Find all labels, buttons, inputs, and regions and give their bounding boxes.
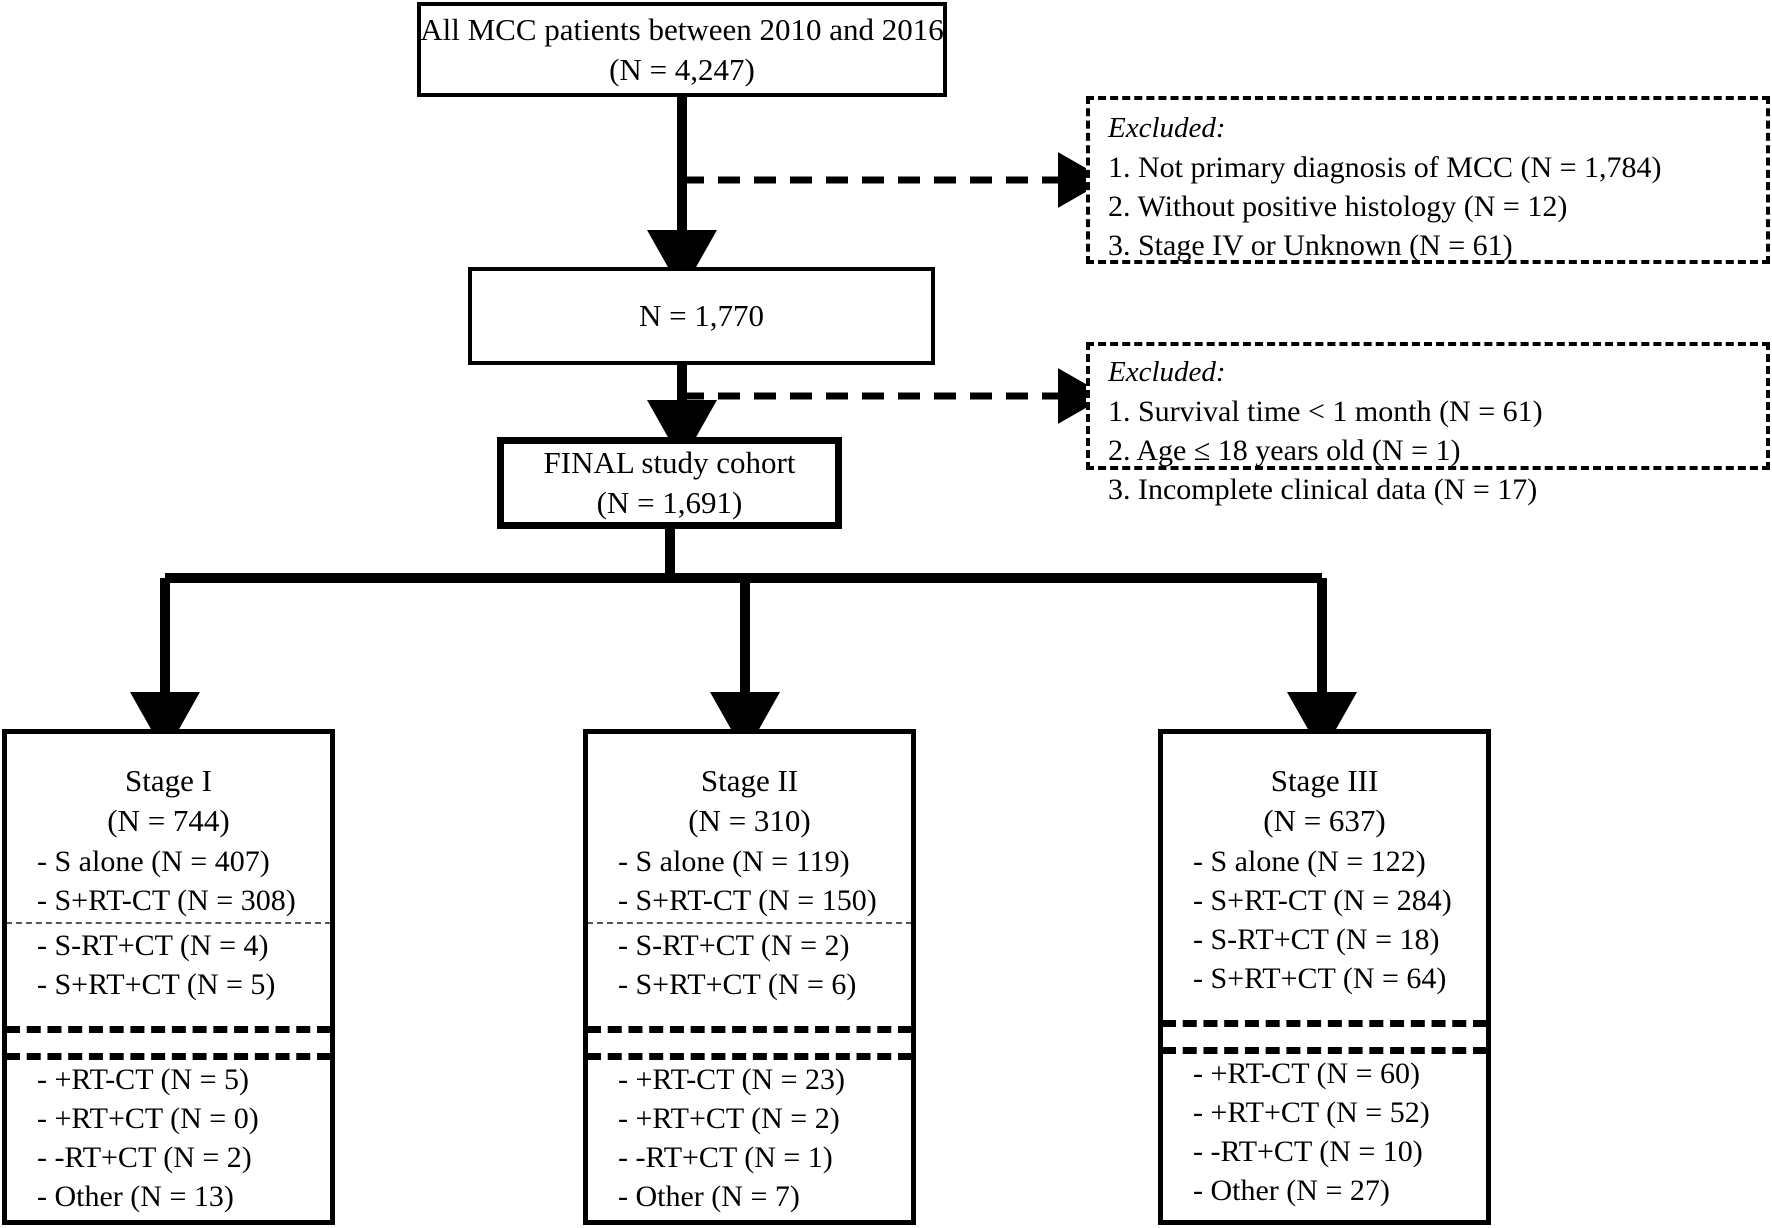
stage-1-c-1: - +RT-CT (N = 5)	[37, 1062, 250, 1096]
stage-2-count: (N = 310)	[688, 803, 811, 839]
stage-3-c-1: - +RT-CT (N = 60)	[1193, 1056, 1421, 1090]
stage-3-group-b: - S-RT+CT (N = 18) - S+RT+CT (N = 64)	[1163, 920, 1486, 998]
stage-1-gap-between	[7, 1033, 330, 1053]
exclusion-2-item-3: 3. Incomplete clinical data (N = 17)	[1108, 473, 1538, 507]
stage-1-group-c: - +RT-CT (N = 5) - +RT+CT (N = 0) - -RT+…	[7, 1060, 330, 1216]
stage-3-b-2: - S+RT+CT (N = 64)	[1193, 961, 1447, 995]
stage-2-b-2: - S+RT+CT (N = 6)	[618, 967, 857, 1001]
stage-2-c-2: - +RT+CT (N = 2)	[618, 1101, 840, 1135]
stage-3-gap-between	[1163, 1027, 1486, 1047]
stage-1-group-b: - S-RT+CT (N = 4) - S+RT+CT (N = 5)	[7, 926, 330, 1004]
stage-2-name: Stage II	[700, 763, 799, 798]
node-all-patients: All MCC patients between 2010 and 2016 (…	[417, 2, 947, 97]
stage-3-c-4: - Other (N = 27)	[1193, 1173, 1390, 1207]
node-final-cohort: FINAL study cohort (N = 1,691)	[497, 437, 842, 529]
stage-2-gap-between	[588, 1033, 911, 1053]
stage-3-header: Stage III (N = 637)	[1163, 734, 1486, 842]
stage-1-name: Stage I	[125, 763, 212, 798]
stage-1-gap-upper	[7, 1004, 330, 1026]
stage-1-group-a: - S alone (N = 407) - S+RT-CT (N = 308)	[7, 842, 330, 920]
all-patients-line-1: All MCC patients between 2010 and 2016	[420, 11, 944, 47]
stage-3-count: (N = 637)	[1263, 803, 1386, 839]
stage-2-thick-separator-top	[588, 1025, 911, 1033]
stage-2-gap-upper	[588, 1004, 911, 1026]
stage-3-group-c: - +RT-CT (N = 60) - +RT+CT (N = 52) - -R…	[1163, 1054, 1486, 1210]
stage-1-b-2: - S+RT+CT (N = 5)	[37, 967, 276, 1001]
exclusion-1-title: Excluded:	[1108, 112, 1226, 144]
stage-1-count: (N = 744)	[107, 803, 230, 839]
stage-2-thick-separator-bottom	[588, 1052, 911, 1060]
stage-1-c-3: - -RT+CT (N = 2)	[37, 1140, 252, 1174]
exclusion-1-item-3: 3. Stage IV or Unknown (N = 61)	[1108, 229, 1513, 263]
stage-1-header: Stage I (N = 744)	[7, 734, 330, 842]
stage-1-b-1: - S-RT+CT (N = 4)	[37, 928, 269, 962]
stage-1-thick-separator-bottom	[7, 1052, 330, 1060]
stage-2-a-2: - S+RT-CT (N = 150)	[618, 883, 877, 917]
stage-3-group-a: - S alone (N = 122) - S+RT-CT (N = 284)	[1163, 842, 1486, 920]
stage-3-name: Stage III	[1270, 763, 1379, 798]
final-cohort-count: (N = 1,691)	[596, 485, 743, 520]
exclusion-box-2: Excluded: 1. Survival time < 1 month (N …	[1086, 342, 1770, 506]
node-after-first-exclusion: N = 1,770	[468, 267, 935, 365]
stage-1-c-4: - Other (N = 13)	[37, 1179, 234, 1213]
stage-3-b-1: - S-RT+CT (N = 18)	[1193, 922, 1440, 956]
stage-3-a-2: - S+RT-CT (N = 284)	[1193, 883, 1452, 917]
stage-2-c-3: - -RT+CT (N = 1)	[618, 1140, 833, 1174]
stage-2-c-4: - Other (N = 7)	[618, 1179, 800, 1213]
stage-box-1: Stage I (N = 744) - S alone (N = 407) - …	[2, 729, 335, 1225]
stage-2-c-1: - +RT-CT (N = 23)	[618, 1062, 846, 1096]
stage-1-thin-separator	[7, 921, 330, 924]
stage-2-group-c: - +RT-CT (N = 23) - +RT+CT (N = 2) - -RT…	[588, 1060, 911, 1216]
final-cohort-label: FINAL study cohort	[543, 445, 796, 481]
stage-3-thick-separator-top	[1163, 1019, 1486, 1027]
stage-1-a-1: - S alone (N = 407)	[37, 844, 270, 878]
exclusion-2-item-2: 2. Age ≤ 18 years old (N = 1)	[1108, 434, 1461, 468]
stage-1-c-2: - +RT+CT (N = 0)	[37, 1101, 259, 1135]
stage-2-group-b: - S-RT+CT (N = 2) - S+RT+CT (N = 6)	[588, 926, 911, 1004]
exclusion-2-title: Excluded:	[1108, 356, 1226, 388]
exclusion-1-item-1: 1. Not primary diagnosis of MCC (N = 1,7…	[1108, 151, 1662, 185]
stage-3-c-3: - -RT+CT (N = 10)	[1193, 1134, 1423, 1168]
stage-1-a-2: - S+RT-CT (N = 308)	[37, 883, 296, 917]
stage-3-gap-upper	[1163, 998, 1486, 1020]
stage-2-header: Stage II (N = 310)	[588, 734, 911, 842]
all-patients-line-2: (N = 4,247)	[609, 51, 755, 87]
after-first-exclusion-count: N = 1,770	[638, 298, 765, 334]
stage-2-thin-separator	[588, 921, 911, 924]
exclusion-2-item-1: 1. Survival time < 1 month (N = 61)	[1108, 395, 1543, 429]
stage-2-a-1: - S alone (N = 119)	[618, 844, 850, 878]
stage-3-thick-separator-bottom	[1163, 1046, 1486, 1054]
stage-3-a-1: - S alone (N = 122)	[1193, 844, 1426, 878]
stage-3-c-2: - +RT+CT (N = 52)	[1193, 1095, 1430, 1129]
stage-1-thick-separator-top	[7, 1025, 330, 1033]
exclusion-1-item-2: 2. Without positive histology (N = 12)	[1108, 190, 1568, 224]
stage-2-group-a: - S alone (N = 119) - S+RT-CT (N = 150)	[588, 842, 911, 920]
stage-2-b-1: - S-RT+CT (N = 2)	[618, 928, 850, 962]
stage-box-2: Stage II (N = 310) - S alone (N = 119) -…	[583, 729, 916, 1225]
stage-box-3: Stage III (N = 637) - S alone (N = 122) …	[1158, 729, 1491, 1225]
exclusion-box-1: Excluded: 1. Not primary diagnosis of MC…	[1086, 96, 1770, 264]
